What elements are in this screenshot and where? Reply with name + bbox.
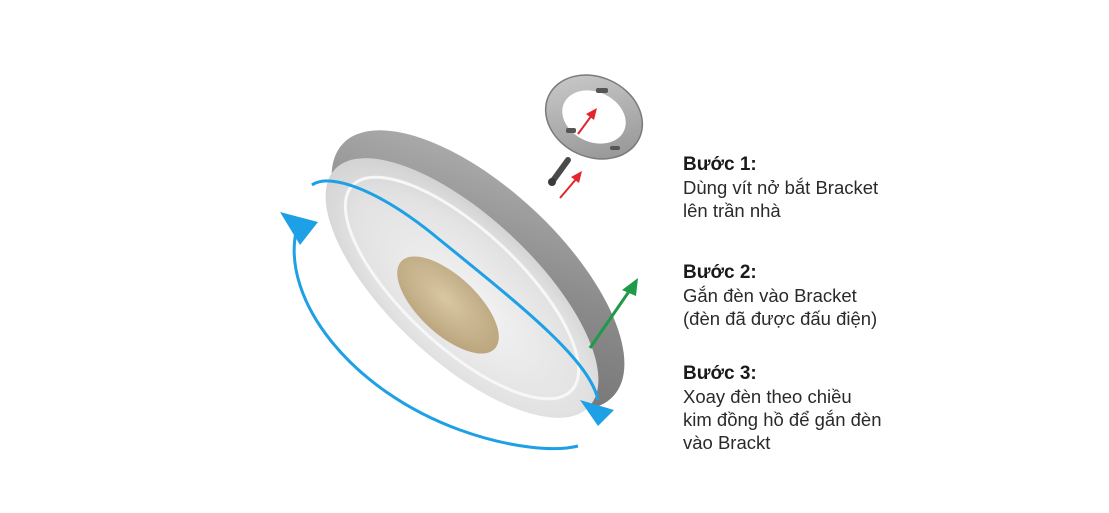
attach-arrow-icon [588,278,638,349]
step-title: Bước 2: [683,262,757,283]
step-text: Gắn đèn vào Bracket [683,285,857,306]
step-text: Xoay đèn theo chiều [683,386,852,407]
step-title: Bước 3: [683,363,757,384]
step-title: Bước 1: [683,154,757,175]
step-text: (đèn đã được đấu điện) [683,308,878,329]
step-3: Bước 3: Xoay đèn theo chiều kim đồng hồ … [683,362,1093,454]
screw-arrow-icon [559,108,597,199]
step-1: Bước 1: Dùng vít nở bắt Bracket lên trần… [683,153,1093,222]
step-text: lên trần nhà [683,200,781,221]
screw-icon [548,157,571,186]
step-text: vào Brackt [683,432,771,453]
step-text: kim đồng hồ để gắn đèn [683,409,882,430]
rotation-arrow-icon [280,179,614,451]
step-text: Dùng vít nở bắt Bracket [683,177,879,198]
bracket-icon [544,74,644,160]
step-2: Bước 2: Gắn đèn vào Bracket (đèn đã được… [683,261,1093,330]
